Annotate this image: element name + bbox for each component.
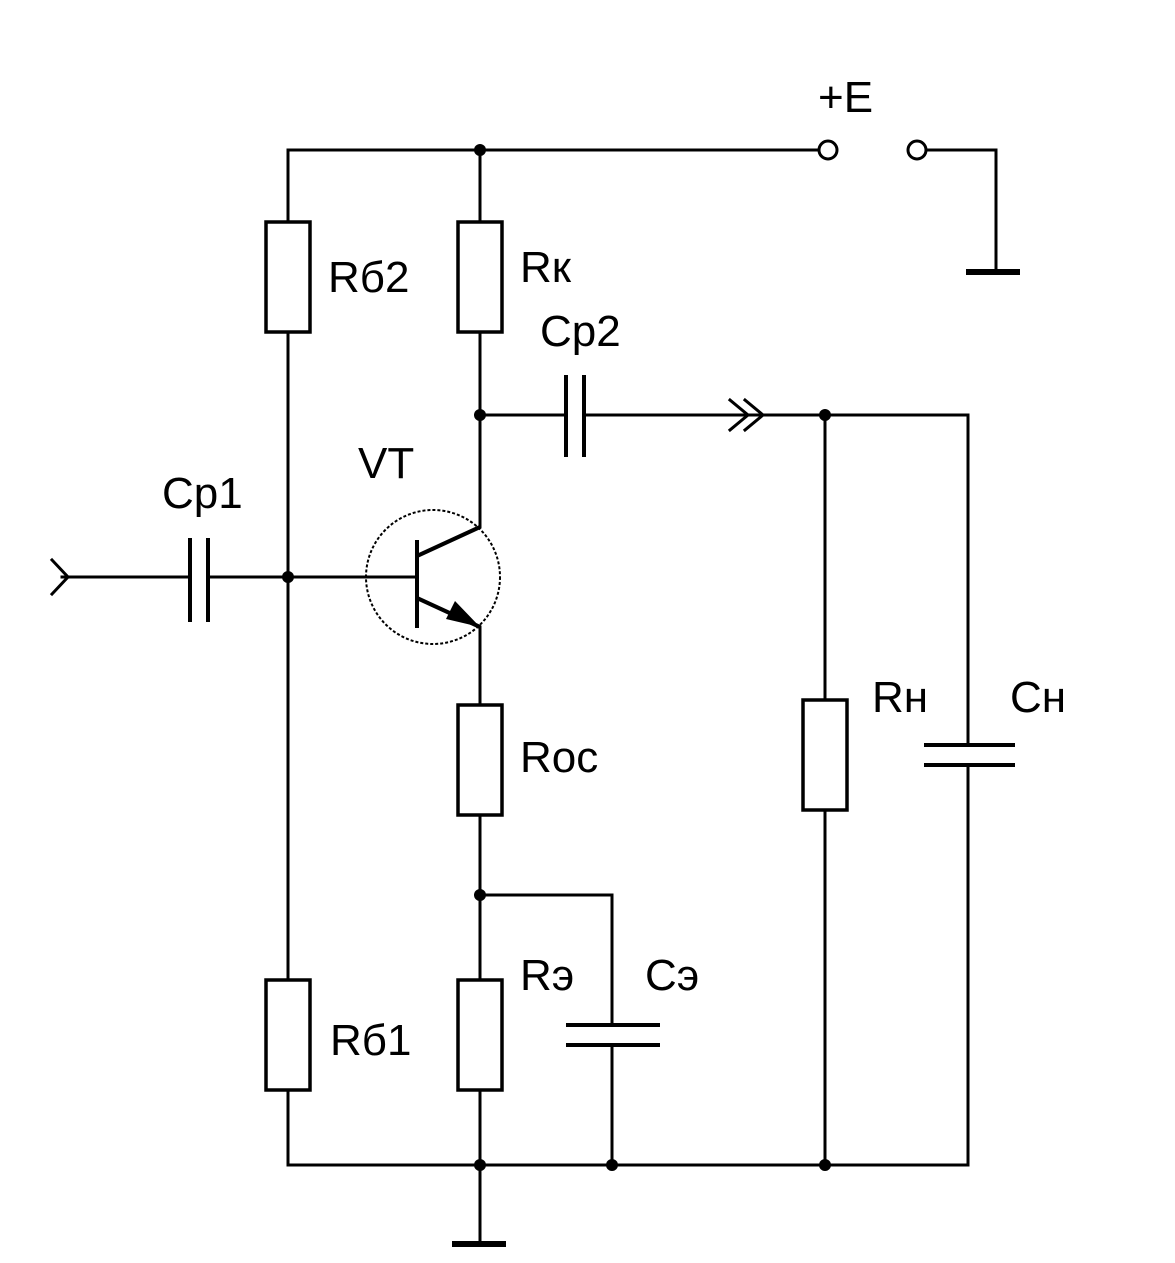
label-roc: Rос [520, 733, 598, 782]
supply-terminal-left [817, 139, 839, 161]
supply-terminal-right [906, 139, 928, 161]
label-ce: Сэ [645, 951, 699, 1000]
junction-node [606, 1159, 618, 1171]
junction-nodes [282, 144, 831, 1171]
capacitor-ch [924, 743, 1015, 767]
resistor-rh [801, 698, 849, 812]
label-vt: VT [358, 439, 414, 488]
label-rh: Rн [872, 673, 928, 722]
capacitor-cp2 [564, 375, 586, 457]
label-supply: +E [818, 73, 873, 122]
label-rk: Rк [520, 243, 572, 292]
junction-node [474, 1159, 486, 1171]
capacitor-cp1 [188, 538, 210, 622]
bottom-rail [286, 1163, 970, 1247]
label-ch: Сн [1010, 673, 1066, 722]
output-arrow-icon [727, 397, 766, 433]
resistor-roc [456, 703, 504, 817]
label-cp1: Ср1 [162, 469, 243, 518]
junction-node [474, 144, 486, 156]
junction-node [819, 1159, 831, 1171]
resistor-re [456, 978, 504, 1092]
resistor-rb2 [264, 220, 312, 334]
label-re: Rэ [520, 951, 574, 1000]
transistor-vt [365, 509, 501, 645]
label-rb1: Rб1 [330, 1016, 411, 1065]
label-cp2: Ср2 [540, 307, 621, 356]
junction-node [819, 409, 831, 421]
top-rail [286, 148, 1020, 275]
label-rb2: Rб2 [328, 253, 409, 302]
junction-node [474, 409, 486, 421]
junction-node [282, 571, 294, 583]
output-wires [478, 413, 970, 1167]
capacitor-ce [566, 1023, 660, 1047]
resistor-rk [456, 220, 504, 334]
junction-node [474, 889, 486, 901]
resistor-rb1 [264, 978, 312, 1092]
